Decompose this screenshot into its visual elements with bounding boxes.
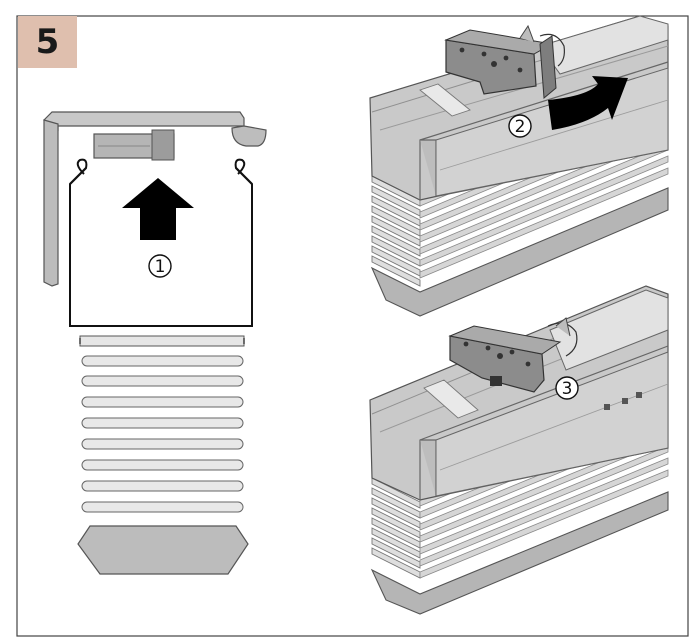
headrail-top-view: [369, 15, 669, 317]
curved-arrow-icon: [548, 76, 628, 130]
up-arrow-icon: [122, 178, 194, 240]
callout-1-label: 1: [155, 257, 166, 277]
callout-2: 2: [508, 114, 532, 138]
cross-section-view: [43, 111, 267, 575]
callout-2-label: 2: [515, 117, 526, 137]
callout-3: 3: [555, 376, 579, 400]
pleated-fabric: [79, 335, 245, 513]
step-number: 5: [35, 22, 60, 62]
callout-3-label: 3: [562, 379, 573, 399]
step-number-badge: 5: [18, 16, 77, 68]
callout-1: 1: [148, 254, 172, 278]
headrail-bottom-view: [369, 285, 669, 615]
page-border: [16, 15, 689, 637]
bottom-rail: [77, 525, 249, 575]
